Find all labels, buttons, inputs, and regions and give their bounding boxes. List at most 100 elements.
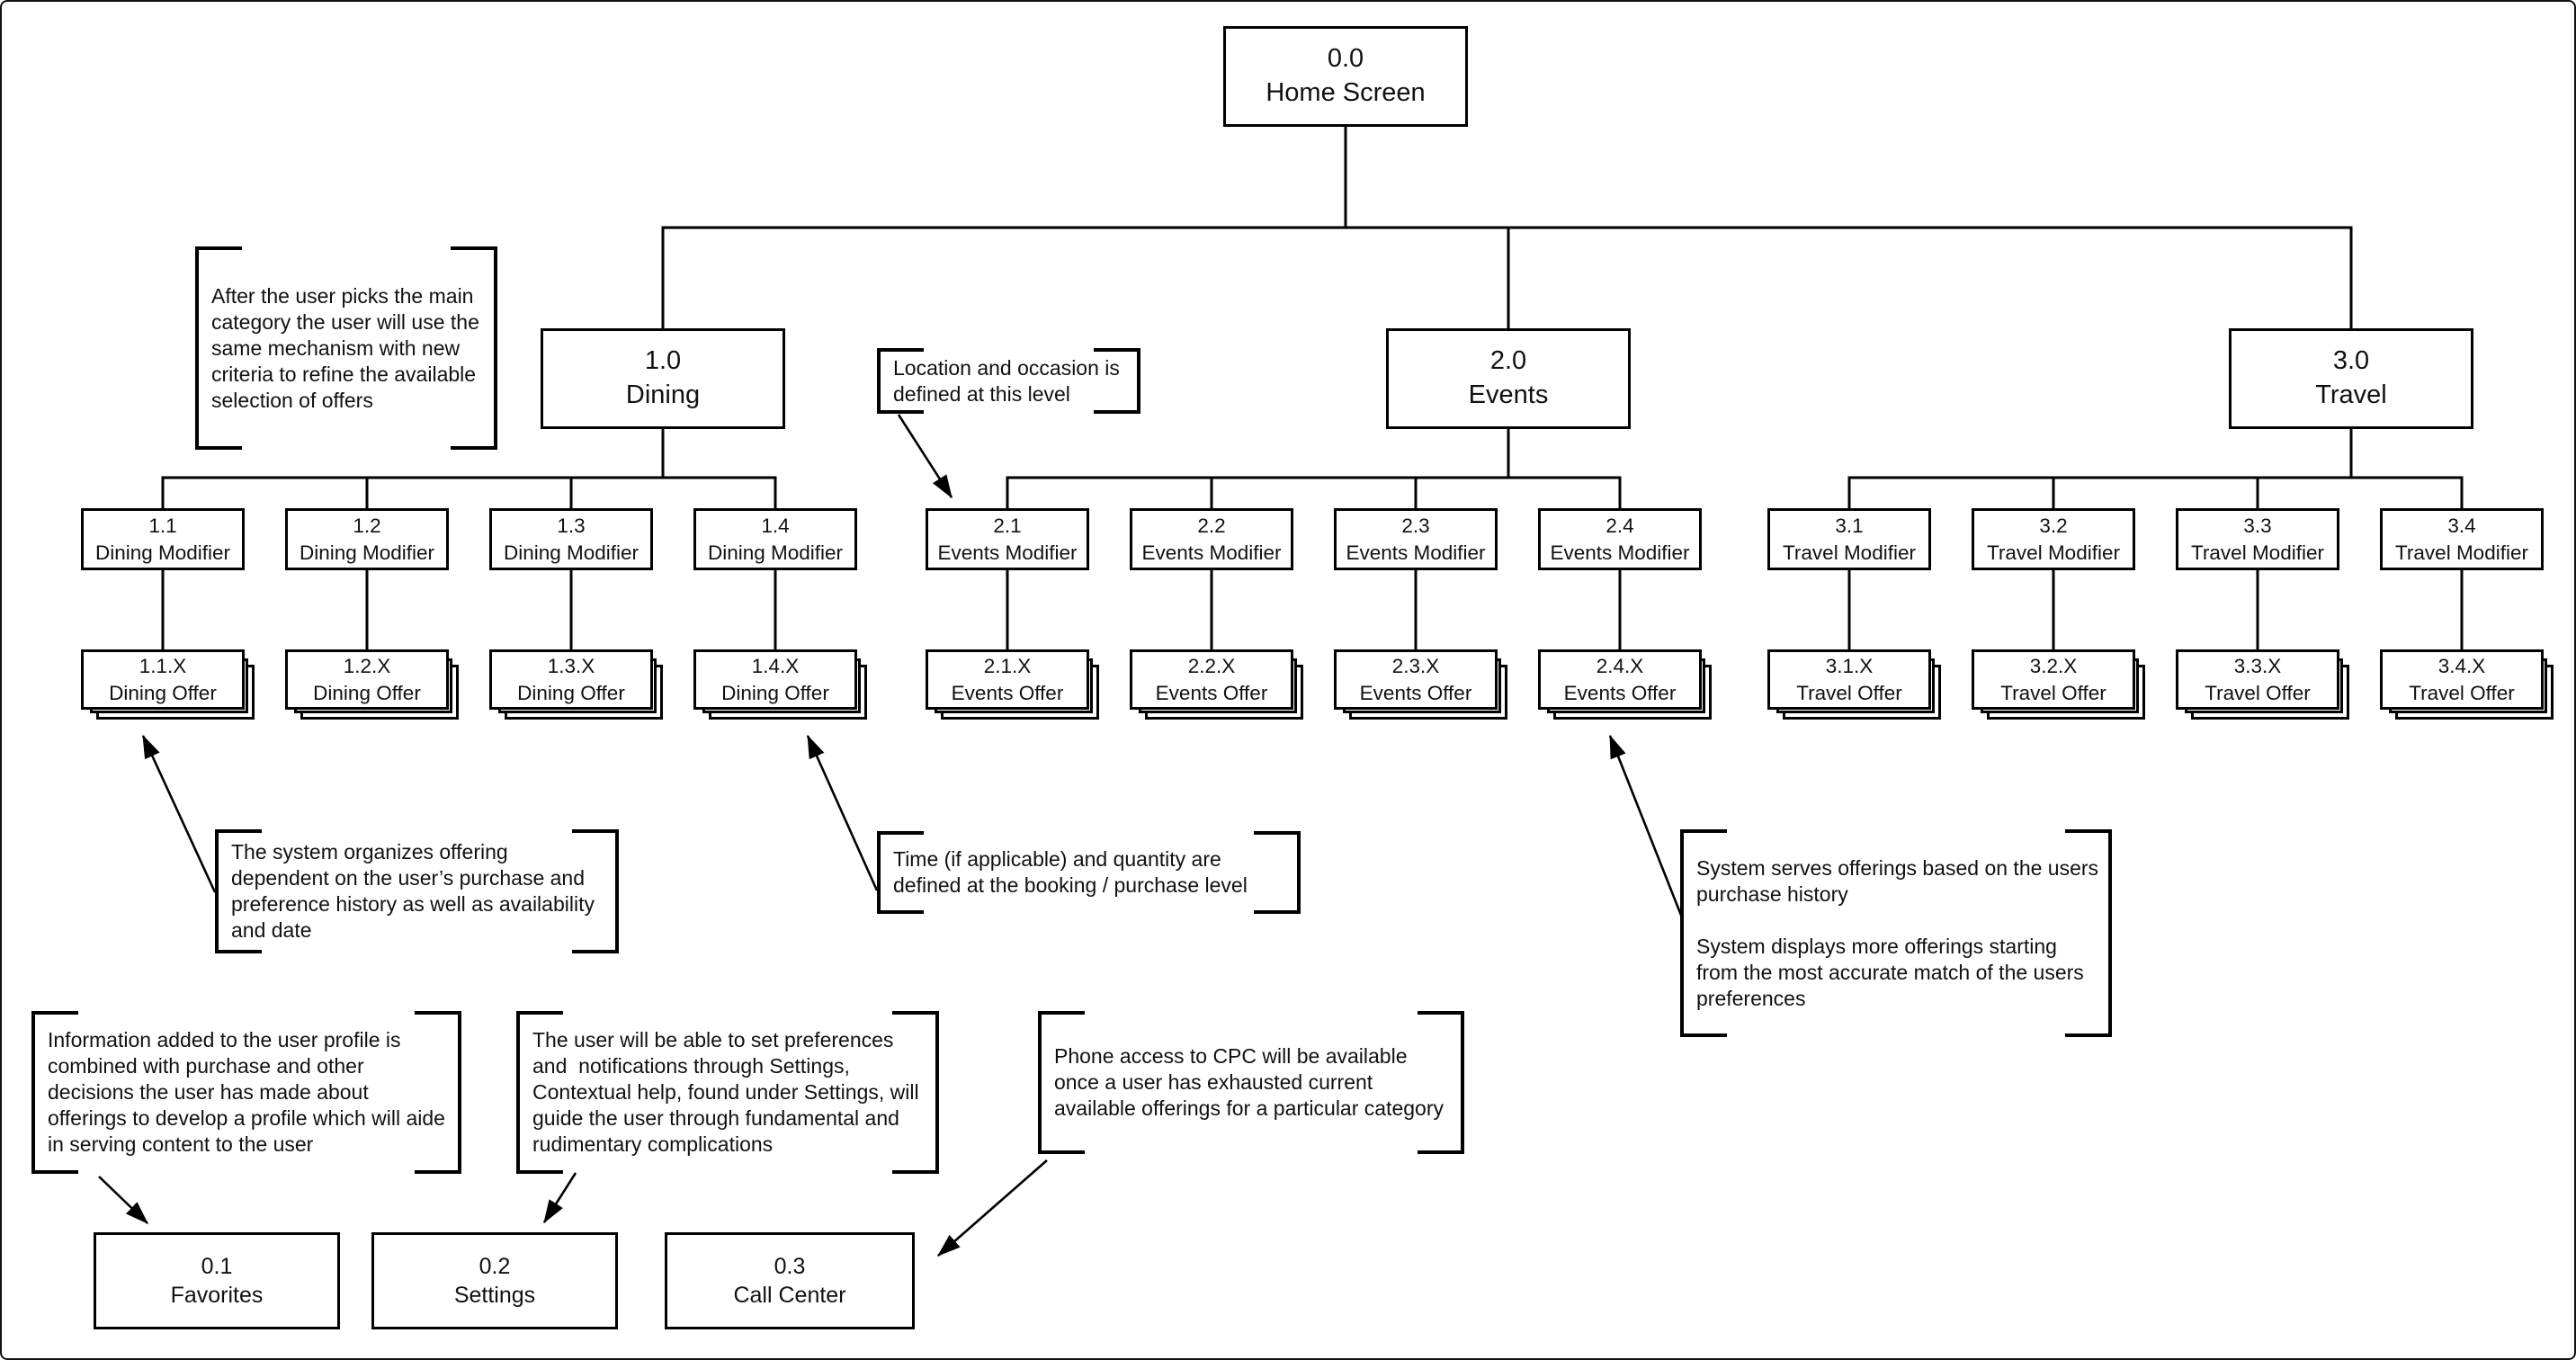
node-3-2-x-travel-offer: 3.2.X Travel Offer	[1972, 649, 2145, 720]
node-id: 3.0	[2332, 346, 2370, 376]
arrow-organizes-to-1-1-x	[141, 734, 217, 893]
note-system-serves: System serves offerings based on the use…	[1680, 829, 2112, 1037]
node-id: 1.4	[761, 514, 790, 538]
node-id: 3.1.X	[1825, 655, 1874, 678]
node-2-2-events-modifier: 2.2 Events Modifier	[1130, 508, 1293, 570]
note-phone-access: Phone access to CPC will be available on…	[1038, 1011, 1464, 1154]
node-label: Dining Offer	[721, 681, 829, 704]
node-2-3-x-events-offer: 2.3.X Events Offer	[1334, 649, 1507, 720]
node-2-2-x-events-offer: 2.2.X Events Offer	[1130, 649, 1303, 720]
node-id: 0.0	[1327, 44, 1364, 74]
note-text: After the user picks the main category t…	[211, 283, 486, 412]
node-label: Home Screen	[1266, 78, 1426, 107]
node-3-1-travel-modifier: 3.1 Travel Modifier	[1767, 508, 1931, 570]
node-0-1-favorites: 0.1 Favorites	[94, 1232, 340, 1329]
node-id: 3.2.X	[2029, 655, 2078, 678]
node-id: 2.1.X	[983, 655, 1032, 678]
node-label: Events	[1468, 380, 1549, 409]
node-label: Events Modifier	[1550, 541, 1690, 564]
node-id: 2.4.X	[1596, 655, 1644, 678]
node-label: Travel Modifier	[2191, 541, 2324, 564]
node-label: Dining	[625, 380, 701, 409]
note-text: Phone access to CPC will be available on…	[1054, 1044, 1444, 1120]
node-label: Settings	[453, 1283, 536, 1308]
note-text: The user will be able to set preferences…	[532, 1028, 925, 1156]
node-2-1-x-events-offer: 2.1.X Events Offer	[926, 649, 1099, 720]
node-label: Events Offer	[951, 681, 1064, 704]
node-label: Travel Offer	[2000, 681, 2106, 704]
node-label: Travel Offer	[2205, 681, 2311, 704]
node-id: 2.2	[1197, 514, 1226, 538]
note-text: Information added to the user profile is…	[48, 1028, 452, 1156]
node-1-2-dining-modifier: 1.2 Dining Modifier	[285, 508, 449, 570]
note-time-quantity: Time (if applicable) and quantity are de…	[877, 831, 1301, 914]
note-user-profile: Information added to the user profile is…	[31, 1011, 461, 1174]
arrow-serves-to-2-4-x	[1608, 734, 1684, 918]
node-id: 2.3	[1401, 514, 1430, 538]
node-id: 1.3	[557, 514, 586, 538]
note-settings-help: The user will be able to set preferences…	[516, 1011, 939, 1174]
node-id: 3.3	[2243, 514, 2272, 538]
node-1-2-x-dining-offer: 1.2.X Dining Offer	[285, 649, 459, 720]
note-refine-selection: After the user picks the main category t…	[195, 246, 497, 450]
tree-connectors	[161, 125, 2464, 653]
node-id: 2.1	[993, 514, 1022, 538]
node-id: 0.3	[774, 1253, 806, 1279]
node-id: 0.2	[479, 1253, 511, 1279]
arrow-location-to-2-1	[897, 414, 953, 499]
node-label: Travel Offer	[1796, 681, 1902, 704]
node-label: Events Modifier	[1141, 541, 1282, 564]
node-id: 2.0	[1489, 346, 1527, 376]
node-id: 2.2.X	[1187, 655, 1236, 678]
node-2-0-events: 2.0 Events	[1386, 328, 1631, 429]
node-label: Travel Modifier	[1783, 541, 1916, 564]
note-location-occasion: Location and occasion is defined at this…	[877, 348, 1140, 414]
note-text: Location and occasion is defined at this…	[893, 355, 1131, 406]
node-1-3-x-dining-offer: 1.3.X Dining Offer	[489, 649, 663, 720]
arrow-phone-to-call-center	[937, 1159, 1048, 1257]
node-label: Events Offer	[1563, 681, 1677, 704]
node-3-1-x-travel-offer: 3.1.X Travel Offer	[1767, 649, 1941, 720]
node-label: Travel Modifier	[2395, 541, 2528, 564]
node-label: Dining Offer	[517, 681, 625, 704]
node-3-3-travel-modifier: 3.3 Travel Modifier	[2176, 508, 2339, 570]
node-label: Events Modifier	[937, 541, 1078, 564]
node-3-4-x-travel-offer: 3.4.X Travel Offer	[2380, 649, 2554, 720]
node-id: 2.3.X	[1391, 655, 1440, 678]
node-label: Events Offer	[1359, 681, 1472, 704]
node-id: 0.1	[201, 1253, 233, 1279]
node-label: Dining Modifier	[299, 541, 435, 564]
node-label: Call Center	[733, 1283, 846, 1308]
node-0-2-settings: 0.2 Settings	[371, 1232, 618, 1329]
arrow-settings-note-to-settings	[542, 1172, 577, 1224]
node-label: Travel	[2315, 380, 2387, 409]
node-3-0-travel: 3.0 Travel	[2229, 328, 2473, 429]
node-0-0-home-screen: 0.0 Home Screen	[1223, 26, 1468, 127]
node-id: 3.4	[2447, 514, 2476, 538]
node-id: 1.1	[148, 514, 177, 538]
node-label: Events Modifier	[1346, 541, 1486, 564]
node-1-3-dining-modifier: 1.3 Dining Modifier	[489, 508, 653, 570]
node-label: Dining Modifier	[503, 541, 640, 564]
note-system-organizes: The system organizes offering dependent …	[215, 829, 619, 953]
node-2-4-events-modifier: 2.4 Events Modifier	[1538, 508, 1702, 570]
note-text: System serves offerings based on the use…	[1696, 855, 2099, 1010]
node-3-2-travel-modifier: 3.2 Travel Modifier	[1972, 508, 2135, 570]
node-1-0-dining: 1.0 Dining	[541, 328, 785, 429]
node-2-1-events-modifier: 2.1 Events Modifier	[926, 508, 1089, 570]
node-id: 3.2	[2039, 514, 2068, 538]
node-id: 1.3.X	[547, 655, 595, 678]
node-id: 3.3.X	[2233, 655, 2282, 678]
node-id: 3.1	[1835, 514, 1864, 538]
node-label: Dining Modifier	[707, 541, 844, 564]
note-text: Time (if applicable) and quantity are de…	[893, 847, 1248, 897]
node-label: Travel Offer	[2409, 681, 2515, 704]
node-label: Events Offer	[1155, 681, 1268, 704]
node-id: 2.4	[1606, 514, 1634, 538]
node-label: Dining Offer	[313, 681, 421, 704]
node-label: Favorites	[170, 1283, 264, 1308]
arrow-time-to-1-4-x	[806, 734, 879, 891]
note-text: The system organizes offering dependent …	[231, 840, 601, 942]
node-label: Dining Modifier	[94, 541, 231, 564]
